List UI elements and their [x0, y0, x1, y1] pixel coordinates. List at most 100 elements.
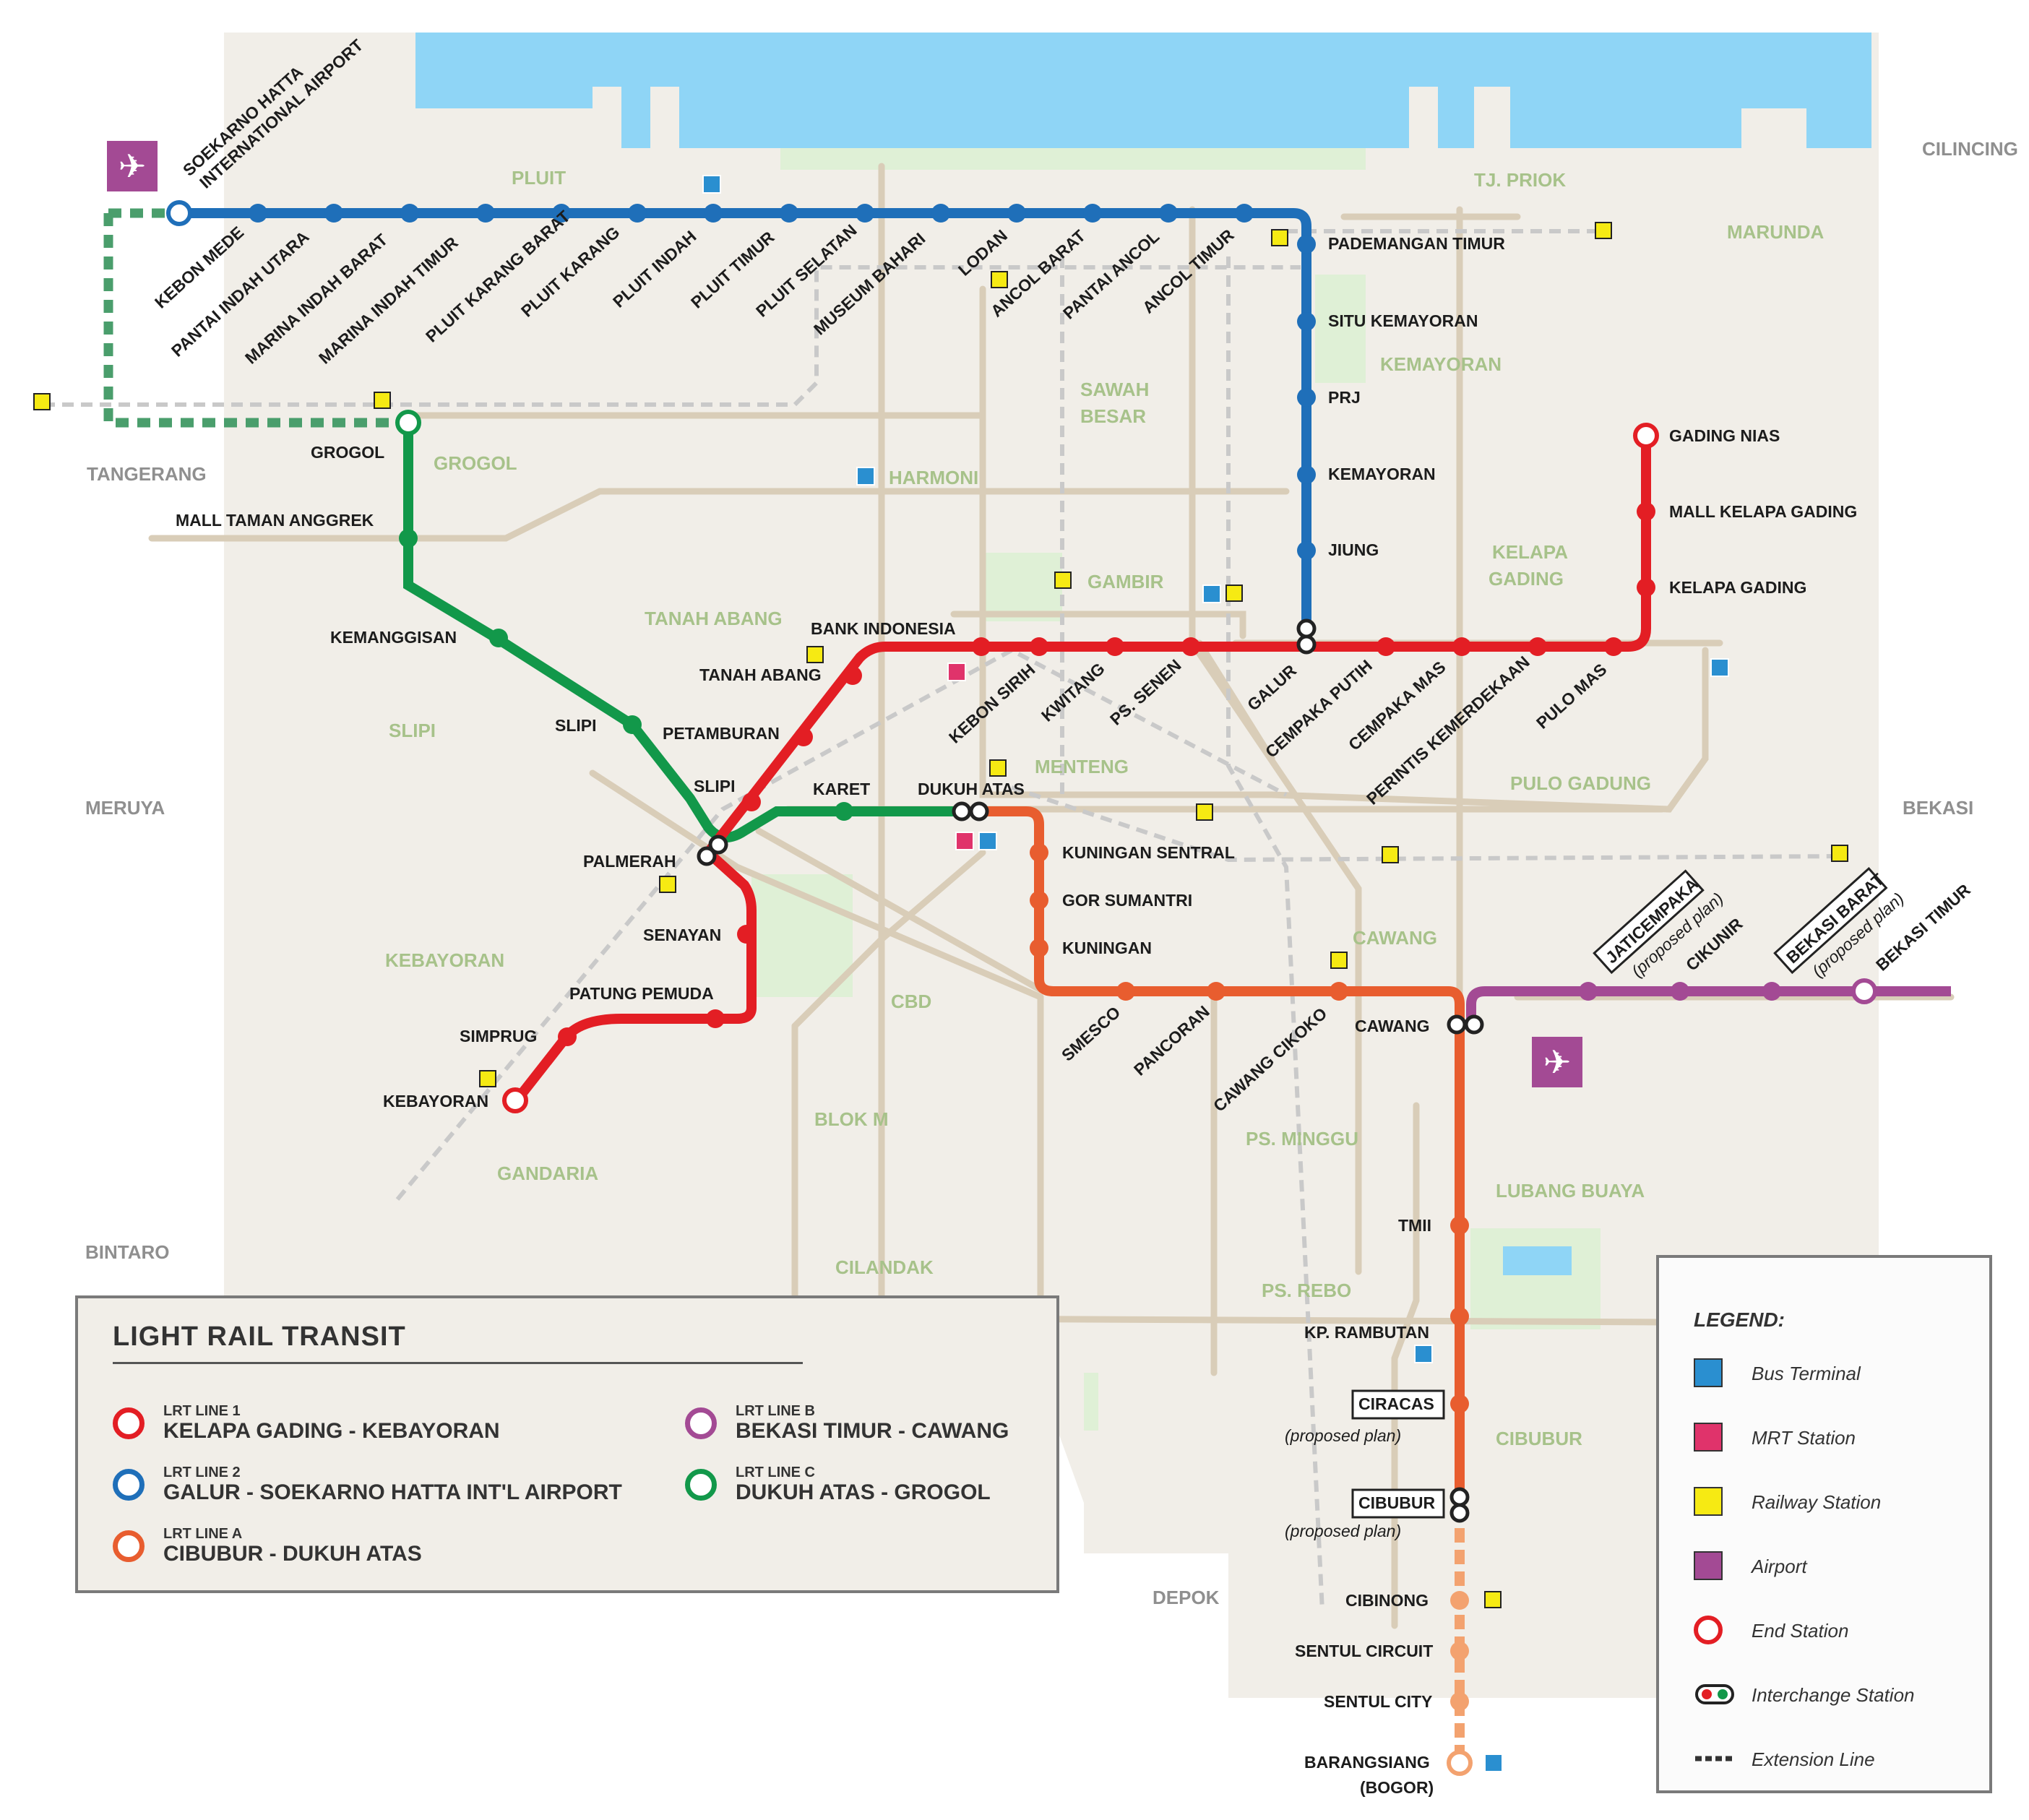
svg-text:CIRACAS: CIRACAS [1358, 1394, 1434, 1413]
svg-text:BESAR: BESAR [1080, 405, 1146, 427]
symbol-legend-title: LEGEND: [1694, 1308, 1785, 1331]
svg-text:BANK INDONESIA: BANK INDONESIA [811, 619, 956, 638]
line-legend-rule [113, 1362, 803, 1364]
svg-text:KP. RAMBUTAN: KP. RAMBUTAN [1304, 1323, 1429, 1342]
svg-text:PS. REBO: PS. REBO [1262, 1280, 1351, 1301]
svg-text:DEPOK: DEPOK [1153, 1587, 1220, 1608]
svg-text:CIBUBUR: CIBUBUR [1496, 1428, 1582, 1449]
svg-text:KEMAYORAN: KEMAYORAN [1328, 465, 1436, 483]
mrt-station-icons [947, 663, 974, 850]
svg-text:SAWAH: SAWAH [1080, 379, 1149, 400]
legend-line-code: LRT LINE A [163, 1526, 243, 1542]
svg-text:PULO GADUNG: PULO GADUNG [1510, 772, 1651, 794]
svg-text:✈: ✈ [119, 147, 147, 185]
svg-text:KUNINGAN SENTRAL: KUNINGAN SENTRAL [1062, 843, 1235, 862]
symbol-legend-label: Interchange Station [1752, 1684, 1915, 1706]
svg-text:KEBAYORAN: KEBAYORAN [385, 949, 504, 971]
svg-text:✈: ✈ [1543, 1043, 1572, 1081]
svg-text:HARMONI: HARMONI [889, 467, 978, 488]
svg-text:CILANDAK: CILANDAK [835, 1256, 934, 1278]
end-station-kebayoran [502, 1087, 528, 1113]
symbol-legend-entry: Railway Station [1694, 1484, 1983, 1520]
line-2-stations [249, 204, 1316, 560]
svg-text:PLUIT: PLUIT [512, 167, 566, 189]
symbol-legend-entry: Extension Line [1694, 1741, 1983, 1777]
svg-text:GAMBIR: GAMBIR [1087, 571, 1164, 592]
svg-text:CIBINONG: CIBINONG [1345, 1591, 1429, 1610]
svg-text:MENTENG: MENTENG [1035, 756, 1129, 777]
end-station-barangsiang [1447, 1750, 1473, 1776]
legend-line-name: CIBUBUR - DUKUH ATAS [163, 1542, 422, 1566]
symbol-legend-label: MRT Station [1752, 1427, 1856, 1449]
extension-line-icon [1694, 1744, 1736, 1773]
symbol-legend-label: End Station [1752, 1620, 1849, 1642]
svg-text:CBD: CBD [891, 991, 931, 1012]
railway-station-icon [1694, 1487, 1723, 1516]
svg-text:PRJ: PRJ [1328, 388, 1361, 407]
district-labels: PLUIT TJ. PRIOK MARUNDA CILINCING TANGER… [85, 138, 2018, 1608]
svg-text:SLIPI: SLIPI [555, 716, 597, 735]
road-network [148, 163, 1955, 1629]
symbol-legend-entry: End Station [1694, 1613, 1983, 1649]
svg-text:SENAYAN: SENAYAN [643, 926, 721, 944]
svg-text:SIMPRUG: SIMPRUG [460, 1027, 537, 1045]
legend-line-code: LRT LINE C [736, 1465, 815, 1480]
svg-text:BEKASI: BEKASI [1903, 797, 1973, 819]
svg-text:GROGOL: GROGOL [434, 452, 517, 474]
airport-icon [1694, 1551, 1723, 1580]
sea-water [415, 33, 1871, 148]
svg-text:SENTUL CITY: SENTUL CITY [1324, 1692, 1432, 1711]
svg-text:CILINCING: CILINCING [1922, 138, 2018, 160]
svg-text:TANAH ABANG: TANAH ABANG [699, 665, 822, 684]
legend-line-name: KELAPA GADING - KEBAYORAN [163, 1419, 500, 1443]
svg-text:MALL KELAPA GADING: MALL KELAPA GADING [1669, 502, 1857, 521]
svg-text:KEMANGGISAN: KEMANGGISAN [330, 628, 457, 647]
extension-line-grogol-airport [103, 213, 408, 428]
line-legend-title: LIGHT RAIL TRANSIT [113, 1321, 406, 1352]
symbol-legend-label: Bus Terminal [1752, 1363, 1861, 1384]
svg-text:CAWANG: CAWANG [1355, 1017, 1430, 1035]
line-color-ring-icon [685, 1469, 717, 1501]
legend-line-code: LRT LINE B [736, 1403, 815, 1419]
svg-text:KELAPA: KELAPA [1492, 541, 1568, 563]
end-station-kebon-mede [166, 200, 192, 226]
line-color-ring-icon [113, 1530, 145, 1562]
symbol-legend-label: Extension Line [1752, 1748, 1875, 1770]
svg-text:GOR SUMANTRI: GOR SUMANTRI [1062, 891, 1192, 910]
svg-text:GROGOL: GROGOL [311, 443, 384, 462]
bus-terminal-icon [1694, 1358, 1723, 1387]
svg-text:KEBAYORAN: KEBAYORAN [383, 1092, 488, 1110]
svg-text:SLIPI: SLIPI [389, 720, 436, 741]
airport-icon: ✈ [1532, 1037, 1582, 1087]
end-station-gading-nias [1633, 423, 1659, 449]
symbol-legend-label: Airport [1752, 1556, 1807, 1577]
svg-text:GADING: GADING [1489, 568, 1564, 590]
svg-text:DUKUH ATAS: DUKUH ATAS [918, 780, 1025, 798]
end-station-grogol [395, 410, 421, 436]
svg-text:SENTUL CIRCUIT: SENTUL CIRCUIT [1295, 1642, 1433, 1660]
railway-lines [43, 229, 1843, 1612]
svg-text:BINTARO: BINTARO [85, 1241, 170, 1263]
svg-text:MERUYA: MERUYA [85, 797, 165, 819]
line-color-ring-icon [685, 1407, 717, 1439]
svg-text:BLOK M: BLOK M [814, 1108, 889, 1130]
svg-text:(proposed plan): (proposed plan) [1285, 1522, 1401, 1540]
svg-text:(BOGOR): (BOGOR) [1360, 1778, 1434, 1797]
svg-text:PS. MINGGU: PS. MINGGU [1246, 1128, 1358, 1150]
svg-text:BARANGSIANG: BARANGSIANG [1304, 1753, 1430, 1772]
svg-text:KUNINGAN: KUNINGAN [1062, 939, 1152, 957]
symbol-legend-label: Railway Station [1752, 1491, 1882, 1513]
symbol-legend-entry: Bus Terminal [1694, 1355, 1983, 1392]
svg-text:GADING NIAS: GADING NIAS [1669, 426, 1780, 445]
interchange-station-icon [1694, 1680, 1734, 1709]
symbol-legend-entry: MRT Station [1694, 1420, 1983, 1456]
svg-text:MARUNDA: MARUNDA [1727, 221, 1825, 243]
symbol-legend-entry: Airport [1694, 1548, 1983, 1584]
legend-line-name: GALUR - SOEKARNO HATTA INT'L AIRPORT [163, 1480, 622, 1504]
line-color-ring-icon [113, 1407, 145, 1439]
svg-text:PETAMBURAN: PETAMBURAN [663, 724, 780, 743]
svg-text:TANGERANG: TANGERANG [87, 463, 207, 485]
